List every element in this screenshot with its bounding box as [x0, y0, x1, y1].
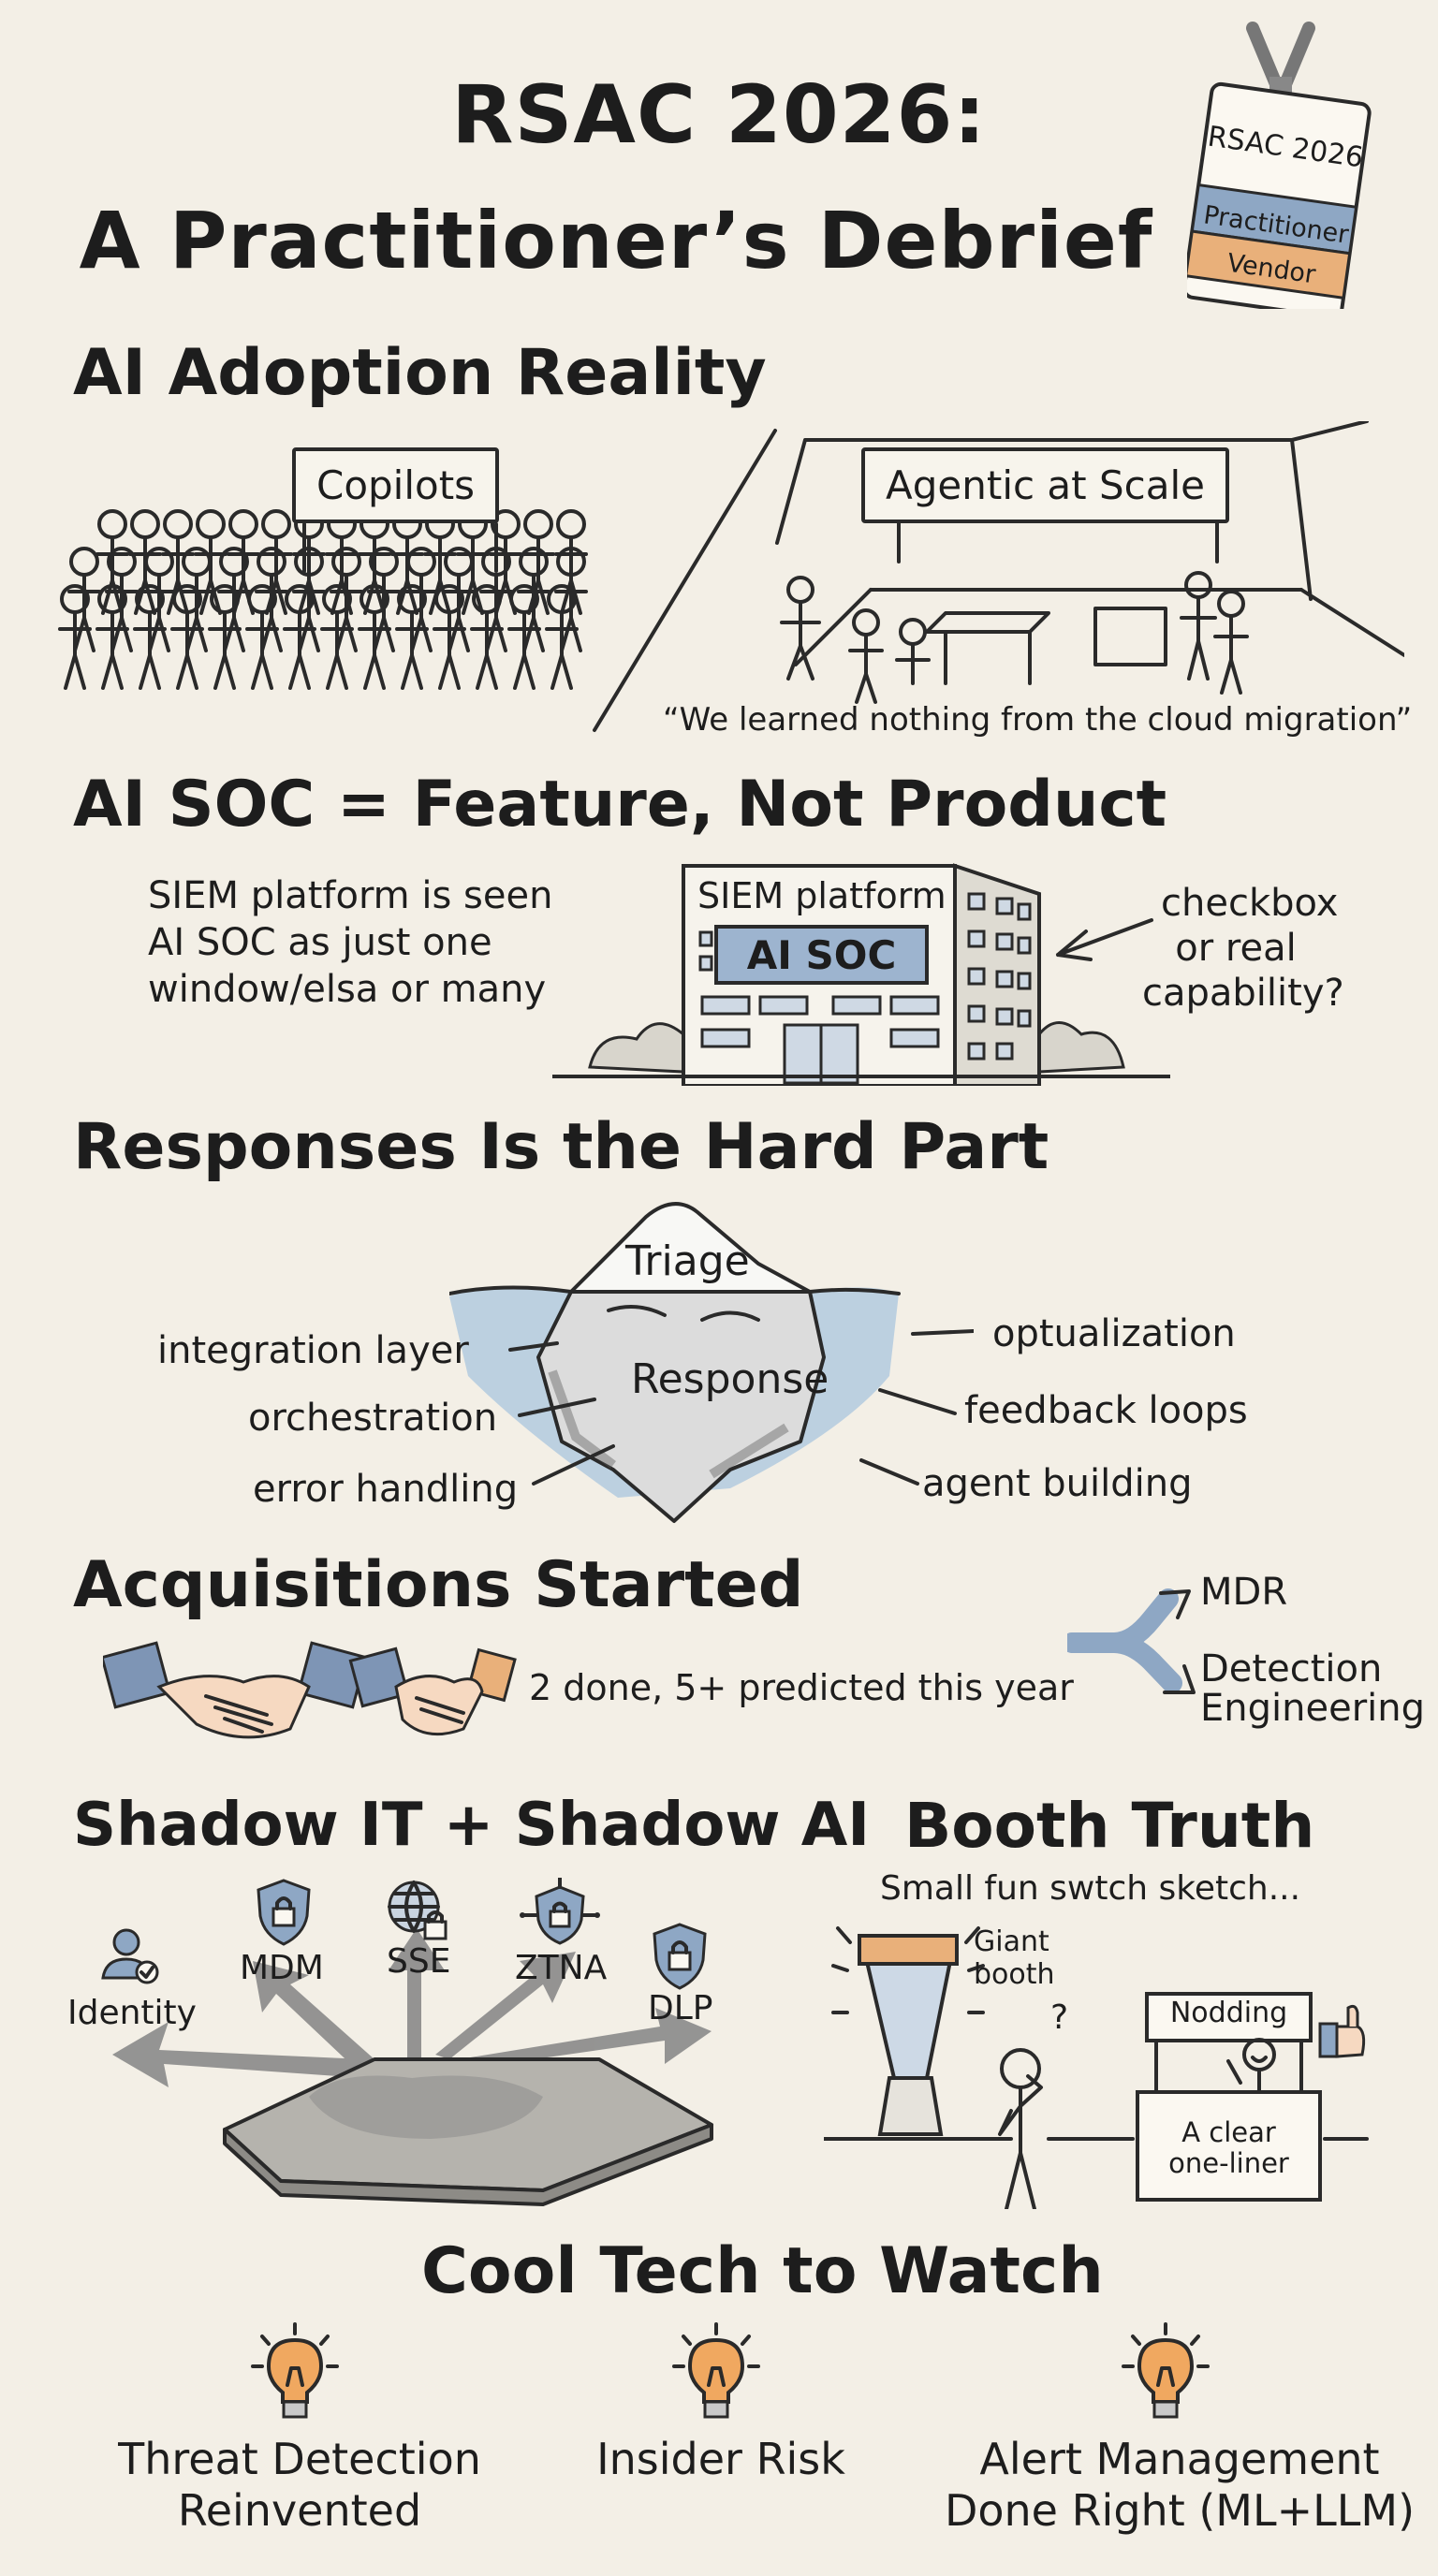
building-ai-soc-window: AI SOC: [746, 932, 897, 978]
lightbulb-icon: [251, 2322, 339, 2419]
checkbox-note-line3: capability?: [1142, 972, 1344, 1015]
branch-detection: Detection: [1200, 1647, 1383, 1690]
small-booth-sign: Nodding: [1169, 1997, 1288, 2029]
handshake-icon-2: [348, 1647, 517, 1736]
shadow-item-identity: Identity: [67, 1994, 197, 2032]
puzzled-person-icon: [998, 2048, 1043, 2209]
left-label-error-handling: error handling: [253, 1468, 519, 1511]
giant-booth-icon: [831, 1926, 985, 2136]
siem-note-line1: SIEM platform is seen: [148, 874, 553, 917]
shield-lock-dlp-icon: [653, 1923, 707, 1990]
shadow-item-sse: SSE: [387, 1942, 451, 1981]
left-label-orchestration: orchestration: [248, 1397, 498, 1440]
cloud-migration-quote: “We learned nothing from the cloud migra…: [663, 701, 1413, 739]
giant-label-line1: Giant: [974, 1925, 1049, 1958]
handshake-icons: [103, 1641, 517, 1739]
section-heading-cool-tech: Cool Tech to Watch: [421, 2234, 1104, 2308]
shadow-item-dlp: DLP: [648, 1989, 713, 2027]
sign-agentic-at-scale: Agentic at Scale: [861, 447, 1229, 523]
cool-tech-item-line1: Insider Risk: [596, 2434, 845, 2484]
lightbulb-icon: [672, 2322, 760, 2419]
cool-tech-item-alert-management: Alert Management Done Right (ML+LLM): [936, 2434, 1423, 2537]
acquisitions-caption: 2 done, 5+ predicted this year: [529, 1667, 1074, 1708]
siem-building-icon: [552, 863, 1170, 1086]
small-booth-text: A clear one-liner: [1137, 2116, 1320, 2180]
iceberg-base-response: Response: [631, 1355, 829, 1403]
cool-tech-item-insider-risk: Insider Risk: [524, 2434, 917, 2485]
small-booth-line1: A clear: [1181, 2116, 1276, 2148]
shield-lock-icon: [257, 1879, 311, 1946]
iceberg-tip-triage: Triage: [625, 1237, 750, 1285]
question-mark: ?: [1050, 1998, 1069, 2037]
checkbox-note-line1: checkbox: [1161, 882, 1339, 925]
iceberg-icon: [449, 1202, 901, 1523]
booth-subtitle: Small fun swtch sketch...: [880, 1869, 1301, 1908]
page-title-line1: RSAC 2026:: [451, 68, 987, 162]
building-siem-label: SIEM platform: [697, 875, 946, 916]
iceberg-leader-lines: [508, 1329, 974, 1486]
cool-tech-item-line2: Reinvented: [177, 2485, 422, 2537]
booth-comparison-illustration: [824, 1926, 1369, 2209]
thumbs-up-icon: [1318, 2004, 1366, 2058]
giant-label-line2: booth: [974, 1957, 1055, 1991]
section-heading-acquisitions: Acquisitions Started: [73, 1548, 804, 1622]
cool-tech-item-line2: Done Right (ML+LLM): [944, 2485, 1416, 2537]
siem-note-line2: AI SOC as just one: [148, 921, 492, 964]
lanyard-icon: [1181, 22, 1372, 319]
small-booth-line2: one-liner: [1168, 2147, 1289, 2180]
sign-copilots: Copilots: [292, 447, 500, 523]
cool-tech-item-line1: Alert Management: [979, 2434, 1380, 2484]
shadow-item-ztna: ZTNA: [515, 1949, 608, 1987]
crowd-icon: [58, 509, 588, 690]
right-label-agent-building: agent building: [922, 1462, 1193, 1505]
conference-badge: RSAC 2026 Practitioner Vendor: [1181, 19, 1374, 319]
arrow-left-icon: [1056, 918, 1153, 961]
network-shield-icon: [520, 1878, 600, 1945]
shadow-platform-illustration: [112, 1928, 713, 2206]
branch-mdr: MDR: [1200, 1571, 1288, 1614]
cool-tech-item-threat-detection: Threat Detection Reinvented: [89, 2434, 510, 2537]
section-heading-ai-soc: AI SOC = Feature, Not Product: [73, 768, 1167, 842]
right-label-optualization: optualization: [992, 1312, 1236, 1355]
right-label-feedback-loops: feedback loops: [964, 1389, 1248, 1432]
branch-engineering: Engineering: [1200, 1687, 1425, 1730]
section-heading-booth: Booth Truth: [904, 1790, 1315, 1862]
section-heading-ai-adoption: AI Adoption Reality: [73, 336, 767, 410]
left-label-integration: integration layer: [157, 1329, 469, 1372]
page-title-line2: A Practitioner’s Debrief: [79, 195, 1153, 286]
small-booth-icon: [1136, 1992, 1322, 2202]
giant-booth-label: Giant booth: [974, 1925, 1055, 1991]
identity-icon: [101, 1928, 159, 1984]
siem-note-line3: window/elsa or many: [148, 968, 547, 1011]
checkbox-note-line2: or real: [1175, 927, 1297, 970]
handshake-icon-1: [103, 1641, 368, 1739]
section-heading-response: Responses Is the Hard Part: [73, 1110, 1049, 1184]
lightbulb-icon: [1122, 2322, 1210, 2419]
shadow-item-mdm: MDM: [240, 1949, 324, 1987]
cool-tech-item-line1: Threat Detection: [118, 2434, 481, 2484]
fork-arrow-icon: [1067, 1588, 1196, 1694]
ai-adoption-illustration: [58, 421, 1404, 732]
globe-lock-icon: [388, 1881, 448, 1940]
section-heading-shadow: Shadow IT + Shadow AI: [73, 1791, 871, 1860]
